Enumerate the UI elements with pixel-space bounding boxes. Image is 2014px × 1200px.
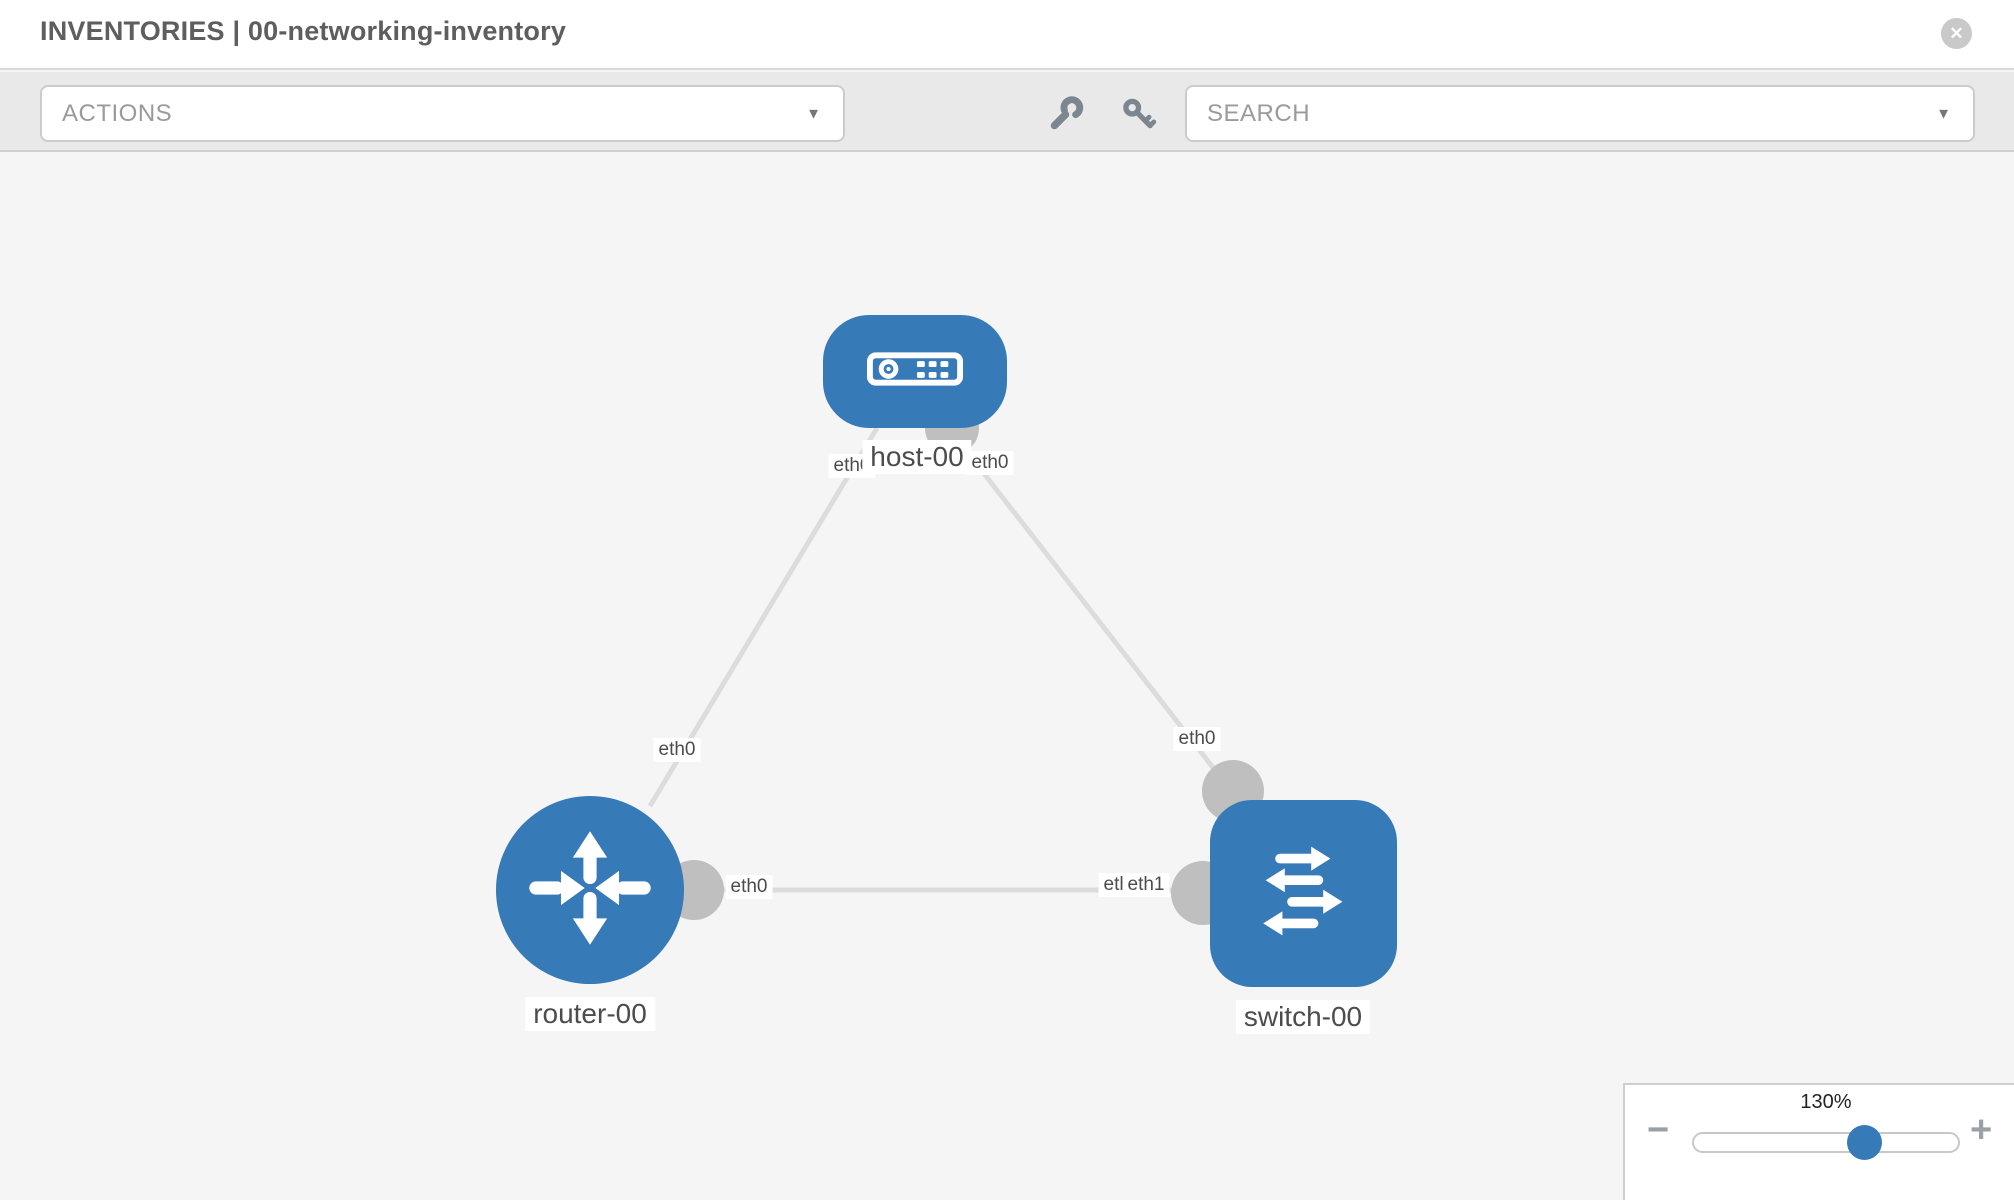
node-router-00[interactable] bbox=[496, 796, 684, 984]
wrench-icon[interactable] bbox=[1043, 92, 1087, 136]
node-host-00[interactable] bbox=[823, 315, 1007, 428]
actions-dropdown[interactable]: ACTIONS ▼ bbox=[40, 85, 845, 142]
chevron-down-icon: ▼ bbox=[806, 105, 821, 122]
interface-label: eth1 bbox=[1122, 873, 1170, 897]
interface-label: eth0 bbox=[1173, 727, 1221, 751]
zoom-slider-thumb[interactable] bbox=[1847, 1125, 1882, 1160]
interface-label: eth0 bbox=[653, 738, 701, 762]
close-icon[interactable]: ✕ bbox=[1941, 18, 1972, 49]
interface-label: eth0 bbox=[725, 875, 773, 899]
zoom-out-button[interactable]: − bbox=[1647, 1109, 1670, 1151]
key-icon[interactable] bbox=[1116, 92, 1160, 136]
router-icon bbox=[524, 822, 656, 959]
node-label-router: router-00 bbox=[525, 997, 655, 1031]
interface-label: eth0 bbox=[966, 451, 1014, 475]
zoom-level: 130% bbox=[1800, 1091, 1852, 1113]
search-dropdown[interactable]: SEARCH ▼ bbox=[1185, 85, 1975, 142]
toolbar: ACTIONS ▼ SEARCH ▼ bbox=[0, 72, 2014, 152]
actions-dropdown-label: ACTIONS bbox=[62, 99, 173, 127]
header: INVENTORIES | 00-networking-inventory ✕ bbox=[0, 0, 2014, 70]
chevron-down-icon: ▼ bbox=[1936, 105, 1951, 122]
host-icon bbox=[866, 351, 964, 392]
switch-icon bbox=[1244, 831, 1364, 956]
search-dropdown-label: SEARCH bbox=[1207, 99, 1311, 127]
node-label-switch: switch-00 bbox=[1235, 1000, 1371, 1034]
zoom-control-panel: 130% − + bbox=[1623, 1083, 2014, 1200]
zoom-in-button[interactable]: + bbox=[1970, 1109, 1993, 1151]
node-label-host: host-00 bbox=[862, 440, 972, 474]
page-title: INVENTORIES | 00-networking-inventory bbox=[40, 16, 567, 46]
node-switch-00[interactable] bbox=[1210, 800, 1397, 987]
zoom-slider-track[interactable] bbox=[1692, 1132, 1960, 1153]
